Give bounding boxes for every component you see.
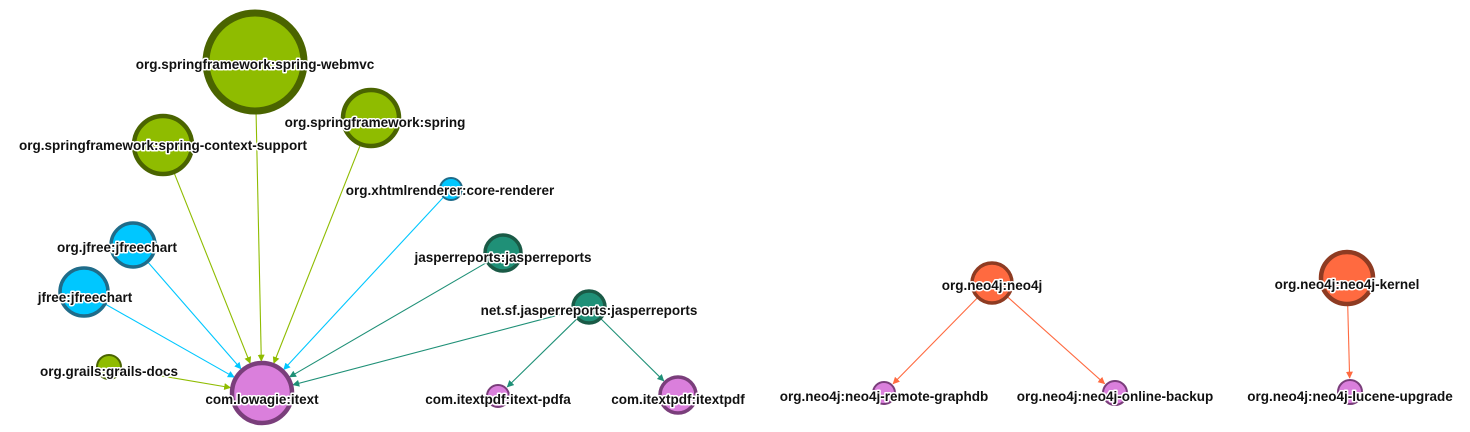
node-spring[interactable] [340,87,402,149]
node-label-remote-graphdb: org.neo4j:neo4j-remote-graphdb [780,389,989,404]
node-label-itextpdf: com.itextpdf:itextpdf [611,392,745,407]
edge-jfreechart-to-lowagie-itext [104,303,235,378]
node-label-lowagie-itext: com.lowagie:itext [205,392,319,407]
node-label-lucene-upgrade: org.neo4j:neo4j-lucene-upgrade [1247,389,1453,404]
node-online-backup[interactable] [1102,380,1128,406]
node-label-net-jasperreports: net.sf.jasperreports:jasperreports [481,303,698,318]
edge-net-jasperreports-to-itextpdf [599,317,665,382]
edge-neo4j-kernel-to-lucene-upgrade [1345,303,1353,379]
node-label-jfreechart: jfree:jfreechart [37,290,133,305]
edge-net-jasperreports-to-itext-pdfa [506,317,578,388]
node-itext-pdfa[interactable] [486,384,510,408]
node-label-neo4j: org.neo4j:neo4j [942,278,1043,293]
node-label-neo4j-kernel: org.neo4j:neo4j-kernel [1275,277,1420,292]
node-label-spring-webmvc: org.springframework:spring-webmvc [136,57,375,72]
node-label-itext-pdfa: com.itextpdf:itext-pdfa [425,392,571,407]
edge-grails-docs-to-lowagie-itext [120,368,232,391]
node-net-jasperreports[interactable] [571,289,607,325]
node-label-org-jfreechart: org.jfree:jfreechart [57,240,178,255]
edge-spring-webmvc-to-lowagie-itext [255,110,265,362]
labels-layer: org.springframework:spring-webmvc org.spr… [17,56,1454,409]
node-neo4j[interactable] [970,261,1014,305]
edge-spring-to-lowagie-itext [272,143,362,364]
node-neo4j-kernel[interactable] [1318,249,1376,307]
node-core-renderer[interactable] [439,177,463,201]
node-label-jasperreports: jasperreports:jasperreports [413,250,591,265]
edge-neo4j-to-remote-graphdb [892,296,979,385]
node-grails-docs[interactable] [96,354,122,380]
node-spring-webmvc[interactable] [202,9,308,115]
node-lucene-upgrade[interactable] [1337,379,1363,405]
node-org-jfreechart[interactable] [109,221,157,269]
edge-neo4j-to-online-backup [1006,295,1106,385]
node-label-online-backup: org.neo4j:neo4j-online-backup [1017,389,1214,404]
edge-org-jfreechart-to-lowagie-itext [147,261,242,370]
node-jasperreports[interactable] [483,233,523,273]
edge-core-renderer-to-lowagie-itext [283,196,444,371]
node-label-grails-docs: org.grails:grails-docs [40,364,178,379]
nodes-layer [58,9,1376,426]
node-label-spring: org.springframework:spring [285,115,466,130]
node-jfreechart[interactable] [58,266,110,318]
edge-net-jasperreports-to-lowagie-itext [292,310,574,387]
edges-layer [104,110,1353,391]
node-itextpdf[interactable] [658,375,698,415]
node-remote-graphdb[interactable] [872,381,896,405]
node-spring-context-support[interactable] [131,113,195,177]
node-label-spring-context-support: org.springframework:spring-context-suppo… [19,138,308,153]
edge-jasperreports-to-lowagie-itext [289,261,488,378]
edge-spring-context-support-to-lowagie-itext [173,171,252,364]
node-label-core-renderer: org.xhtmlrenderer:core-renderer [346,183,555,198]
node-lowagie-itext[interactable] [229,360,295,426]
